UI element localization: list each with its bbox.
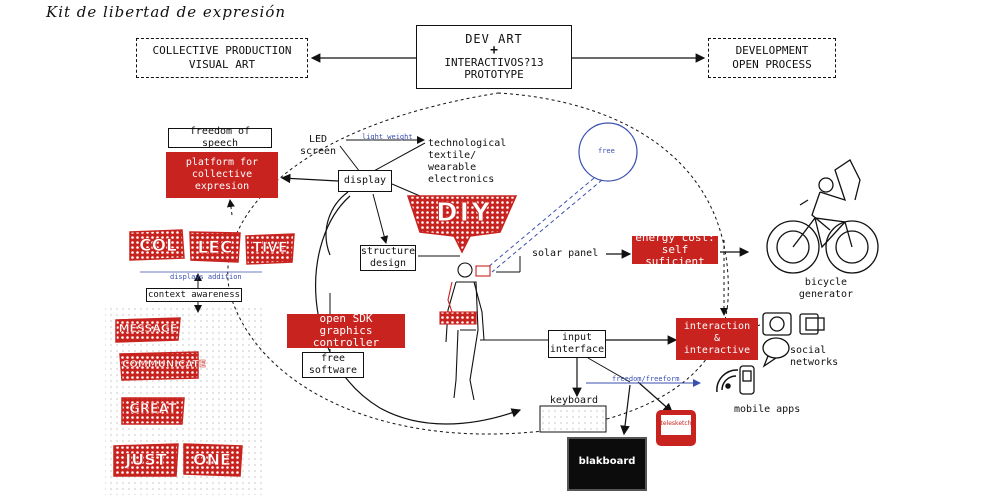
camera-icon [762, 312, 792, 336]
free-circle [578, 122, 638, 182]
social-networks-label: social networks [790, 345, 839, 368]
inner-arc-top [325, 191, 349, 256]
center-plus: + [490, 43, 498, 58]
center-box: DEV ART + INTERACTIVOS?13 PROTOTYPE [416, 25, 572, 89]
sign-just: JUST [125, 450, 167, 470]
beam-1 [486, 177, 595, 269]
freedom-freeform-label: freedom/freeform [612, 375, 680, 383]
chat-icon [762, 337, 790, 368]
line-to-blackboard [620, 384, 631, 436]
sign-tive: TIVE [252, 240, 288, 257]
center-line1: DEV ART [465, 32, 523, 46]
energy-cost-box: energy cost: self suficient [632, 232, 718, 268]
big-dotted-loop [227, 92, 729, 435]
diy-text: DIY [435, 198, 493, 229]
page-title: Kit de libertad de expresión [46, 3, 287, 21]
line-display-structure [372, 193, 389, 244]
inner-arc [315, 195, 522, 425]
line-display-diy [391, 183, 421, 197]
open-sdk-box: open SDK graphics controller [287, 313, 405, 349]
center-line2: INTERACTIVOS?13 [444, 56, 544, 69]
blackboard-image [567, 437, 647, 491]
line-display-platform [280, 173, 339, 184]
textile-label: technological textile/ wearable electron… [428, 138, 507, 185]
structure-design-box: structure design [360, 245, 416, 271]
display-box: display [338, 170, 392, 192]
diy-sign [406, 195, 518, 254]
led-screen-label: LED screen [299, 134, 337, 157]
free-label: free [598, 147, 615, 155]
light-weight-label: light weight [362, 133, 413, 141]
beam-2 [491, 179, 603, 273]
solar-panel-label: solar panel [532, 248, 599, 259]
phone-icon [739, 365, 755, 395]
line-input-blackboard [587, 357, 631, 383]
person-figure [439, 262, 491, 401]
sign-col: COL [139, 236, 178, 257]
displays-addition-label: displays addition [170, 273, 242, 281]
free-software-box: free software [302, 352, 364, 378]
line-display-led [339, 145, 361, 173]
mobile-apps-label: mobile apps [734, 404, 801, 415]
freedom-of-speech-box: freedom of speech [168, 126, 272, 149]
platform-box: platform for collective expresion [166, 152, 278, 198]
sign-one: ONE [193, 450, 232, 470]
line-platform-up [226, 199, 235, 216]
bicycle-illustration [766, 159, 879, 274]
interaction-box: interaction & interactive [676, 318, 758, 360]
bicycle-generator-label: bicycle generator [798, 277, 854, 300]
development-box: DEVELOPMENT OPEN PROCESS [708, 38, 836, 78]
input-interface-box: input interface [548, 330, 606, 358]
telesketch-text: telesketch [660, 420, 692, 427]
context-awareness-box: context awareness [146, 288, 242, 302]
wifi-icon [716, 369, 739, 393]
sign-communicate: COMMUNICATE [122, 359, 206, 371]
video-icon [799, 313, 825, 335]
keyboard-label: keyboard [549, 395, 599, 406]
line-to-telesketch [637, 381, 673, 413]
sign-message: MESSAGE [118, 322, 178, 336]
center-line3: PROTOTYPE [464, 68, 524, 81]
left-column-signs [113, 317, 243, 477]
collective-production-box: COLLECTIVE PRODUCTION VISUAL ART [136, 38, 308, 78]
sign-great: GREAT [129, 402, 177, 418]
blakboard-text: blakboard [578, 456, 636, 467]
sign-lec: LEC [197, 238, 233, 259]
line-display-textile [371, 142, 426, 173]
collective-signs [129, 229, 295, 265]
